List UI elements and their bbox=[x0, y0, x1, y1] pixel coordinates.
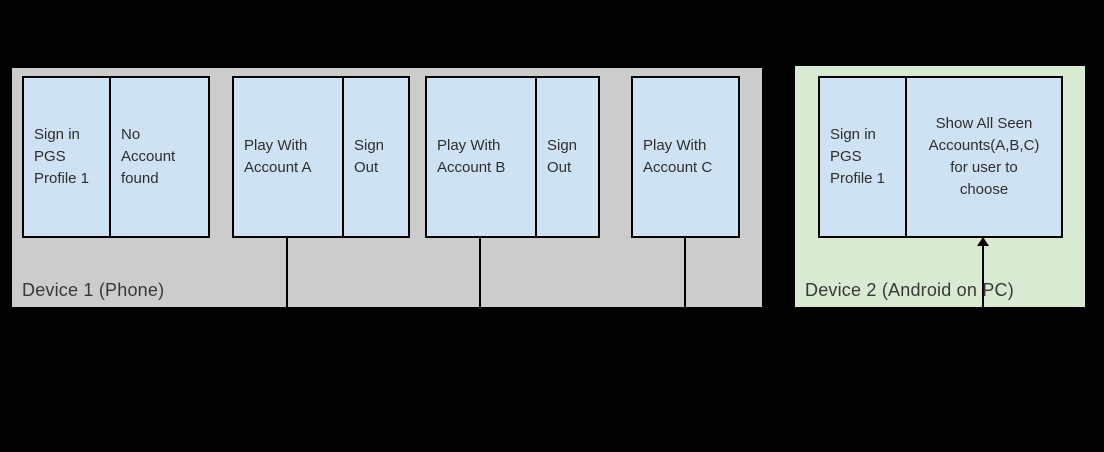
step-play-with-account-a: Play With Account A bbox=[234, 78, 342, 236]
step-show-all-seen-accounts: Show All Seen Accounts(A,B,C) for user t… bbox=[905, 78, 1061, 236]
step-text: Sign Out bbox=[547, 137, 578, 176]
flow-step-group-account-b: Play With Account B Sign Out bbox=[425, 76, 600, 238]
step-text: Sign in PGS Profile 1 bbox=[830, 126, 886, 187]
step-sign-out-b: Sign Out bbox=[535, 78, 598, 236]
step-text: Play With Account B bbox=[437, 137, 506, 176]
connector-line-account-c bbox=[684, 238, 686, 307]
flow-step-group-account-a: Play With Account A Sign Out bbox=[232, 76, 410, 238]
up-arrow-head-icon bbox=[977, 237, 989, 246]
step-text: Play With Account C bbox=[643, 137, 713, 176]
flow-step-group-account-c: Play With Account C bbox=[631, 76, 740, 238]
device2-label: Device 2 (Android on PC) bbox=[805, 280, 1014, 300]
step-no-account-found: No Account found bbox=[109, 78, 208, 236]
up-arrow-line bbox=[982, 246, 984, 307]
step-sign-in-pgs-profile1: Sign in PGS Profile 1 bbox=[24, 78, 109, 236]
step-text: Sign in PGS Profile 1 bbox=[34, 126, 90, 187]
step-play-with-account-c: Play With Account C bbox=[633, 78, 738, 236]
step-text: Sign Out bbox=[354, 137, 385, 176]
step-text: No Account found bbox=[121, 126, 176, 187]
step-sign-out-a: Sign Out bbox=[342, 78, 408, 236]
step-play-with-account-b: Play With Account B bbox=[427, 78, 535, 236]
step-text: Play With Account A bbox=[244, 137, 312, 176]
device1-label: Device 1 (Phone) bbox=[22, 280, 165, 300]
flow-step-group-device2: Sign in PGS Profile 1 Show All Seen Acco… bbox=[818, 76, 1063, 238]
device1-phone-container: Sign in PGS Profile 1 No Account found P… bbox=[12, 68, 762, 307]
flow-step-group-signin: Sign in PGS Profile 1 No Account found bbox=[22, 76, 210, 238]
device2-android-pc-container: Sign in PGS Profile 1 Show All Seen Acco… bbox=[795, 66, 1085, 307]
connector-line-account-a bbox=[286, 238, 288, 307]
step-text: Show All Seen Accounts(A,B,C) for user t… bbox=[928, 115, 1040, 198]
step-sign-in-pgs-profile1-device2: Sign in PGS Profile 1 bbox=[820, 78, 905, 236]
connector-line-account-b bbox=[479, 238, 481, 307]
